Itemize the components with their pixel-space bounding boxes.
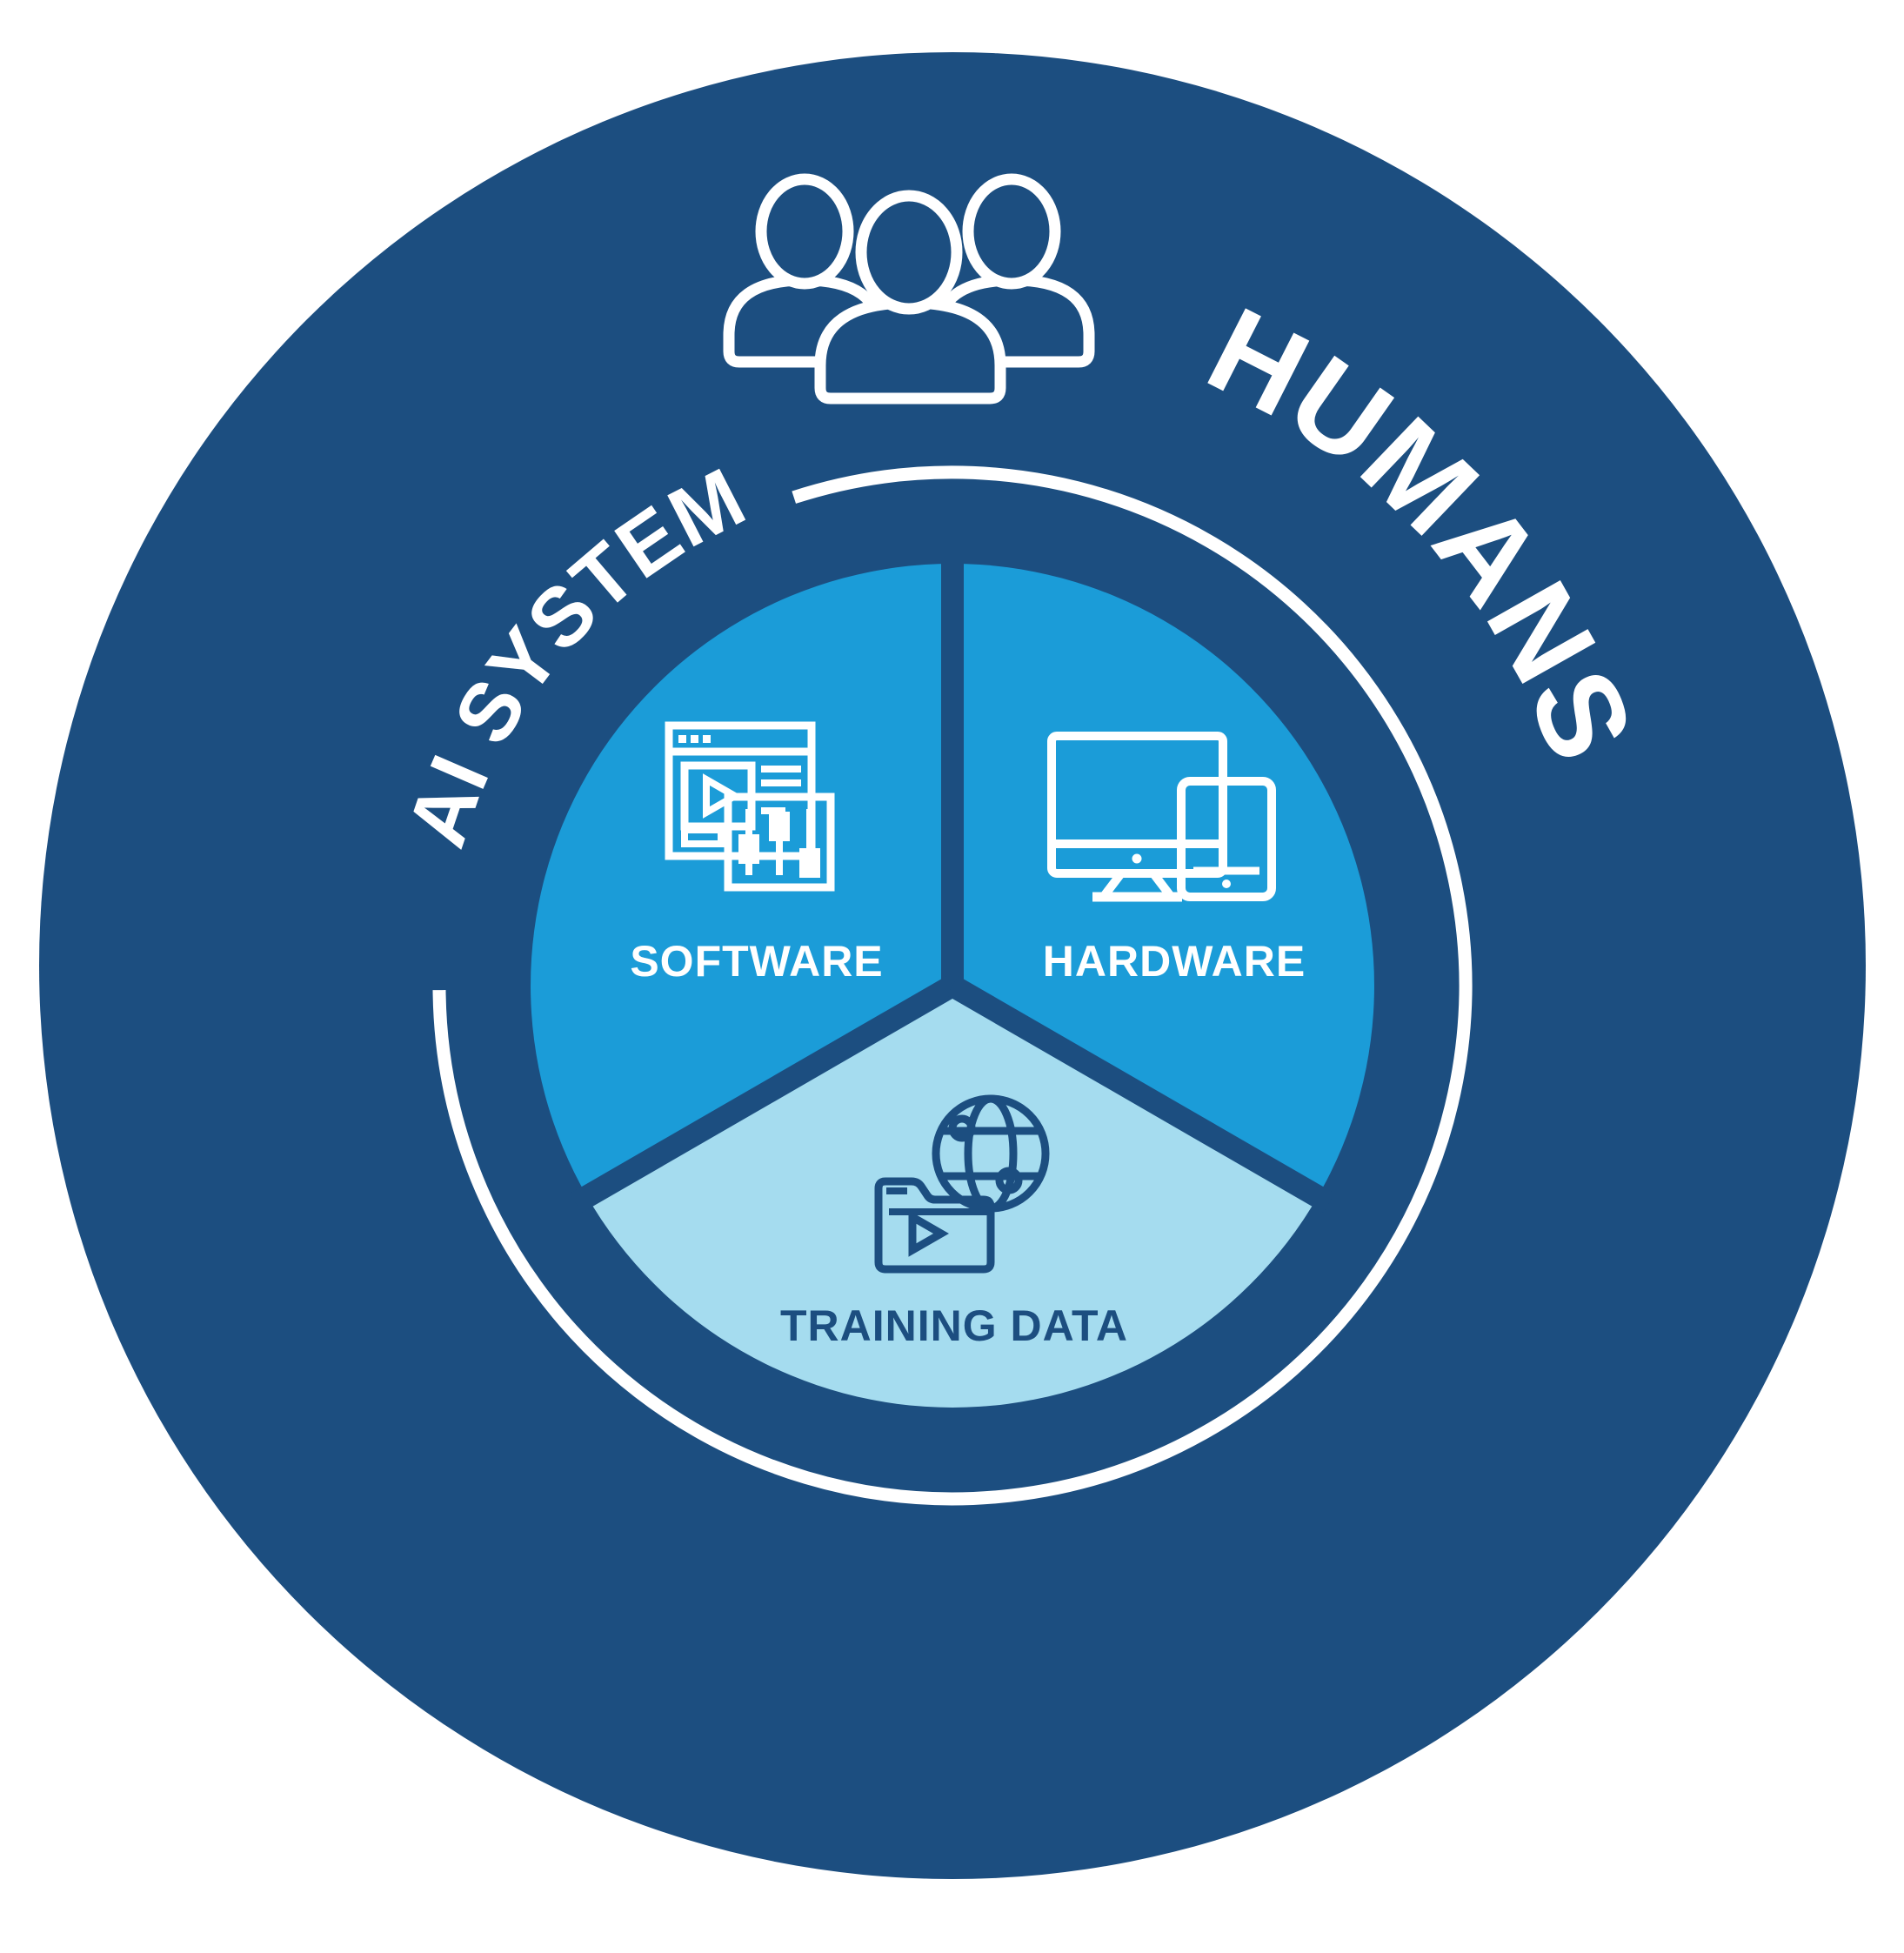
monitor-tablet-icon xyxy=(1047,732,1276,902)
training-data-label: TRAINING DATA xyxy=(780,1301,1128,1350)
segment-training-data: TRAINING DATA xyxy=(587,986,1318,1408)
software-label: SOFTWARE xyxy=(630,937,883,986)
inner-ring-arc xyxy=(432,465,1473,1506)
people-group-icon xyxy=(723,173,1095,405)
globe-folder-icon xyxy=(874,1094,1050,1274)
segment-dividers xyxy=(570,551,1335,1214)
software-window-icon xyxy=(665,721,835,892)
hardware-label: HARDWARE xyxy=(1043,937,1306,986)
